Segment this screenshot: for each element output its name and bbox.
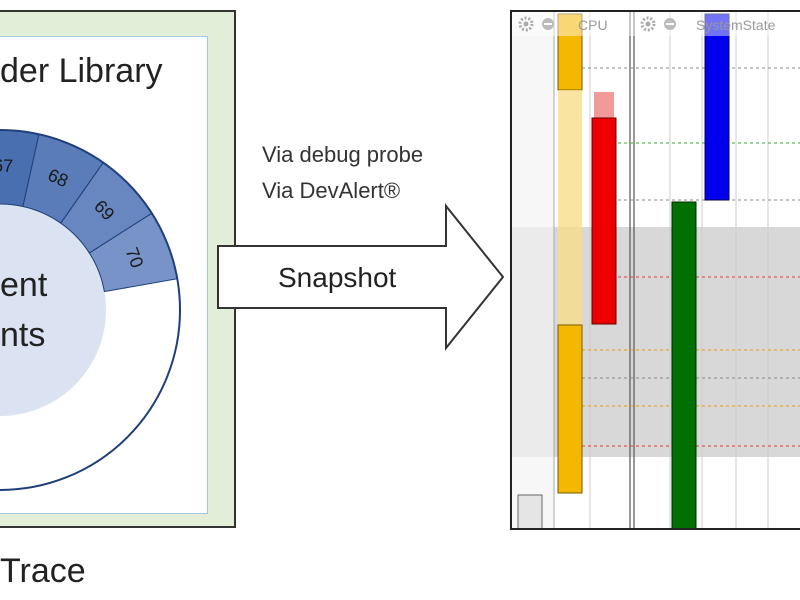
collapse-icon[interactable] bbox=[542, 18, 554, 30]
left-gutter bbox=[512, 12, 554, 528]
cpu-bar-red[interactable] bbox=[591, 117, 617, 325]
state-bar-blue[interactable] bbox=[704, 13, 730, 201]
snapshot-label: Snapshot bbox=[278, 262, 397, 293]
scroll-handle[interactable] bbox=[517, 494, 543, 529]
debug-probe-text: Via debug probe bbox=[262, 142, 424, 167]
cpu-bar-red-faded[interactable] bbox=[594, 92, 614, 118]
trace-caption: Trace bbox=[0, 552, 86, 590]
trace-view-canvas: CPU SystemState bbox=[512, 12, 800, 530]
gear-icon[interactable] bbox=[640, 16, 656, 32]
ring-number-67: 67 bbox=[0, 156, 13, 176]
devalert-text: Via DevAlert® bbox=[262, 178, 401, 203]
arrow-shape bbox=[217, 203, 505, 351]
cpu-bar-orange-faded[interactable] bbox=[558, 90, 582, 325]
cpu-bar-orange-top[interactable] bbox=[557, 13, 583, 91]
ring-center bbox=[0, 204, 106, 416]
center-text-line1: ent bbox=[0, 266, 48, 304]
trace-view-window[interactable]: CPU SystemState bbox=[510, 10, 800, 530]
center-text-line2: nts bbox=[0, 316, 45, 354]
collapse-icon[interactable] bbox=[664, 18, 676, 30]
cpu-column-header: CPU bbox=[578, 17, 608, 33]
library-title: der Library bbox=[0, 52, 163, 90]
gear-icon[interactable] bbox=[518, 16, 534, 32]
highlight-band bbox=[512, 227, 800, 457]
systemstate-column-header: SystemState bbox=[696, 17, 776, 33]
state-bar-green[interactable] bbox=[671, 201, 697, 530]
cpu-bar-orange-bottom[interactable] bbox=[557, 324, 583, 494]
